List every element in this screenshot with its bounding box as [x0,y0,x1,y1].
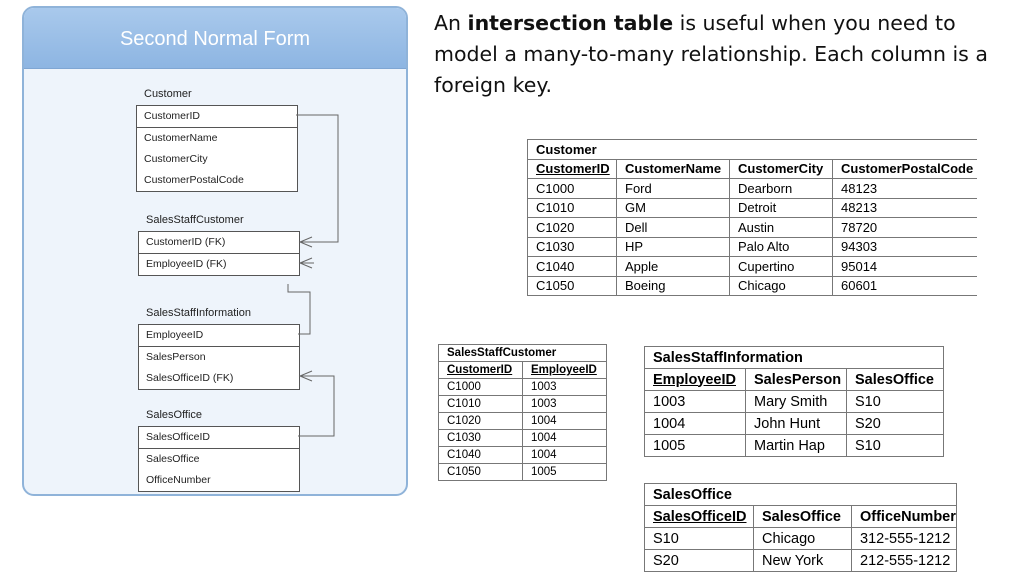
column-header: SalesPerson [745,368,847,391]
column-header: OfficeNumber [851,505,957,528]
entity-key: CustomerID [137,106,297,128]
column-header: CustomerCity [729,158,833,179]
column-header: CustomerPostalCode [832,158,977,179]
customer-table: Customer CustomerID CustomerName Custome… [527,139,977,296]
table-caption: SalesOffice [644,483,957,506]
column-header: SalesOffice [753,505,852,528]
entity-attr: CustomerName [144,132,218,144]
relationship-lines [287,114,339,437]
entity-attr: EmployeeID (FK) [146,258,227,270]
column-header: EmployeeID [522,361,607,379]
entity-attr: CustomerID (FK) [139,232,299,254]
column-header: SalesOfficeID [644,505,754,528]
entity-attr: OfficeNumber [146,474,211,486]
entity-title-customer: Customer [144,88,192,100]
entity-attr: SalesPerson [146,351,206,363]
description-text: An intersection table is useful when you… [434,11,988,97]
entity-attr: CustomerCity [144,153,208,165]
intersection-table-term: intersection table [467,11,674,35]
table-caption: SalesStaffCustomer [438,344,607,362]
entity-salesoffice: SalesOfficeID SalesOffice OfficeNumber [138,426,300,492]
entity-attr: CustomerPostalCode [144,174,244,186]
column-header: CustomerName [616,158,730,179]
salesstaffcustomer-table: SalesStaffCustomer CustomerID EmployeeID… [438,344,607,481]
entity-key: EmployeeID [139,325,299,347]
salesoffice-table: SalesOffice SalesOfficeID SalesOffice Of… [644,483,957,572]
entity-title-salesstaffinformation: SalesStaffInformation [146,307,251,319]
column-header: CustomerID [438,361,523,379]
entity-attr: SalesOffice [146,453,200,465]
entity-key: SalesOfficeID [139,427,299,449]
entity-customer: CustomerID CustomerName CustomerCity Cus… [136,105,298,192]
entity-attr: SalesOfficeID (FK) [146,372,234,384]
entity-salesstaffcustomer: CustomerID (FK) EmployeeID (FK) [138,231,300,276]
table-caption: Customer [527,139,977,160]
entity-title-salesstaffcustomer: SalesStaffCustomer [146,214,244,226]
column-header: EmployeeID [644,368,746,391]
column-header: SalesOffice [846,368,944,391]
salesstaffinformation-table: SalesStaffInformation EmployeeID SalesPe… [644,346,944,457]
diagram-title: Second Normal Form [24,8,406,69]
table-caption: SalesStaffInformation [644,346,944,369]
entity-title-salesoffice: SalesOffice [146,409,203,421]
er-diagram-panel: Second Normal Form Customer CustomerID C… [22,6,408,496]
entity-salesstaffinformation: EmployeeID SalesPerson SalesOfficeID (FK… [138,324,300,390]
column-header: CustomerID [527,158,617,179]
